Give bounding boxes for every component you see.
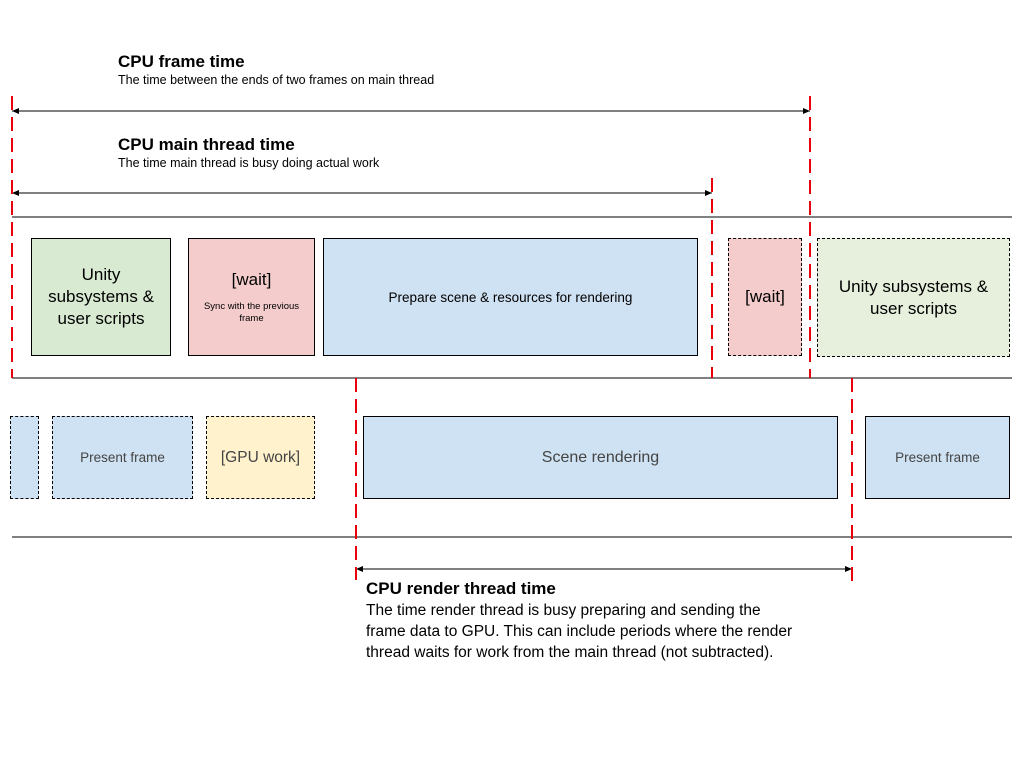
main-block-label: Prepare scene & resources for rendering — [388, 289, 633, 305]
render-block-previous — [10, 416, 39, 499]
render-block-present-frame: Present frame — [52, 416, 193, 499]
main-block-label: [wait] — [745, 287, 785, 306]
cpu-main-thread-time-subtitle: The time main thread is busy doing actua… — [118, 156, 380, 170]
main-block-wait: [wait] — [728, 238, 802, 356]
cpu-main-thread-time-title: CPU main thread time — [118, 135, 295, 154]
main-block-label: [wait] — [231, 270, 272, 289]
main-block-unity-subsystems-next: Unity subsystems & user scripts — [817, 238, 1010, 357]
main-block-prepare-scene: Prepare scene & resources for rendering — [323, 238, 698, 356]
description-line: frame data to GPU. This can include peri… — [366, 623, 793, 640]
main-block-sublabel: Sync with the previous frame — [203, 301, 300, 324]
render-block-label: Present frame — [895, 450, 980, 465]
cpu-frame-time-title: CPU frame time — [118, 52, 245, 71]
render-block-label: [GPU work] — [220, 448, 301, 466]
render-block-label: Scene rendering — [541, 448, 660, 466]
cpu-frame-time-subtitle: The time between the ends of two frames … — [118, 73, 435, 87]
render-block-present-frame-next: Present frame — [865, 416, 1010, 499]
render-block-scene-rendering: Scene rendering — [363, 416, 838, 499]
main-block-unity-subsystems: Unity subsystems & user scripts — [31, 238, 171, 356]
main-block-wait-sync: [wait] Sync with the previous frame — [188, 238, 315, 356]
main-block-label: Unity subsystems & user scripts — [838, 276, 989, 318]
cpu-render-thread-time-title: CPU render thread time — [366, 579, 556, 598]
render-block-gpu-work: [GPU work] — [206, 416, 315, 499]
main-block-label: Unity subsystems & user scripts — [48, 265, 154, 328]
description-line: thread waits for work from the main thre… — [366, 644, 774, 661]
description-line: The time render thread is busy preparing… — [366, 602, 761, 619]
cpu-render-thread-time-description: The time render thread is busy preparing… — [366, 600, 792, 663]
render-block-label: Present frame — [80, 450, 165, 465]
